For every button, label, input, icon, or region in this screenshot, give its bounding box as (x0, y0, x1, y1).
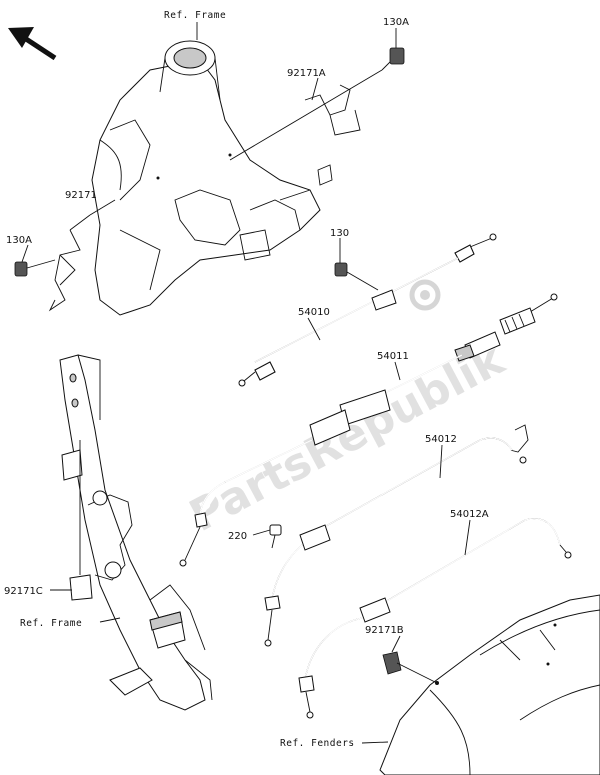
label-220: 220 (228, 531, 247, 542)
label-54011: 54011 (377, 351, 409, 362)
cable-54011 (179, 293, 558, 567)
cable-54012 (264, 424, 529, 647)
bolt-130 (334, 262, 379, 291)
label-ref-frame-top: Ref. Frame (164, 10, 226, 21)
label-ref-frame-left: Ref. Frame (20, 618, 82, 629)
gear-icon (409, 279, 441, 311)
frame-top (91, 40, 333, 316)
label-54010: 54010 (298, 307, 330, 318)
leader-lines (21, 22, 471, 744)
bolt-130A-left (14, 259, 56, 277)
label-92171: 92171 (65, 190, 97, 201)
label-54012A: 54012A (450, 509, 489, 520)
direction-arrow-icon (8, 27, 57, 61)
bolt-130A-top (229, 47, 405, 161)
label-130A-left: 130A (6, 235, 32, 246)
label-92171B: 92171B (365, 625, 404, 636)
clip-92171C (69, 440, 93, 601)
cable-54010 (238, 233, 497, 387)
rear-fender (379, 594, 600, 775)
label-92171C: 92171C (4, 586, 43, 597)
label-92171A: 92171A (287, 68, 326, 79)
frame-lower (59, 354, 213, 711)
label-54012: 54012 (425, 434, 457, 445)
clip-92171B (382, 651, 438, 684)
cable-54012A (298, 518, 572, 719)
label-130: 130 (330, 228, 349, 239)
clamp-92171A (304, 84, 361, 136)
bolt-220 (269, 524, 282, 549)
clamp-92171 (48, 229, 81, 312)
label-ref-fenders: Ref. Fenders (280, 738, 355, 749)
label-130A-top: 130A (383, 17, 409, 28)
